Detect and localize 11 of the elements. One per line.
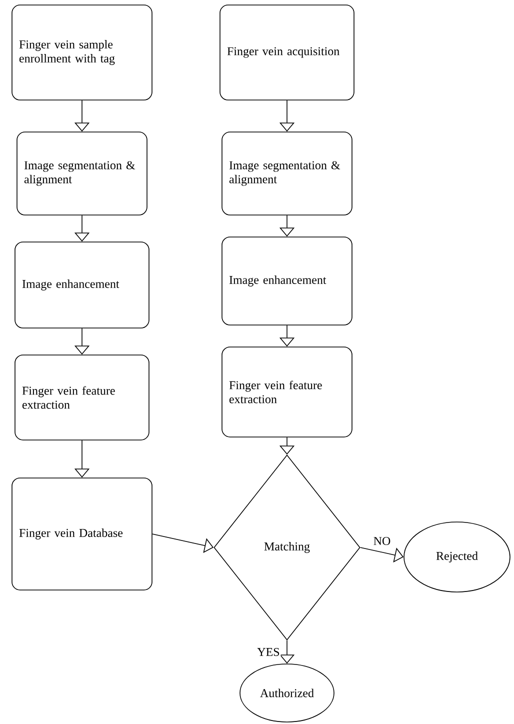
process-box: Image segmentation & alignment: [16, 132, 148, 216]
process-box: Finger vein Database: [12, 478, 152, 590]
process-box: Finger vein feature extraction: [222, 346, 352, 438]
process-box: Image enhancement: [222, 236, 352, 326]
process-box: Image segmentation & alignment: [222, 132, 352, 216]
edge-label: YES: [256, 646, 281, 658]
process-box: Finger vein sample enrollment with tag: [12, 4, 152, 100]
process-box: Finger vein acquisition: [220, 4, 354, 100]
edge-label: NO: [372, 536, 392, 546]
process-box: Finger vein feature extraction: [14, 354, 150, 440]
process-box: Image enhancement: [14, 242, 150, 328]
